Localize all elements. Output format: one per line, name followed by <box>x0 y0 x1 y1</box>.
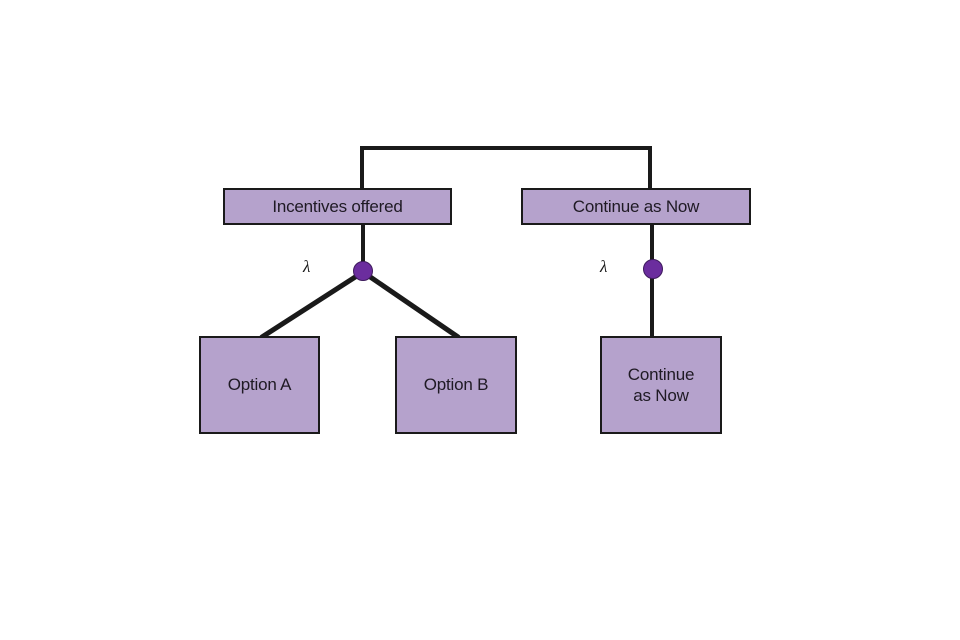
connector-chance-node-to-option-a <box>259 269 366 340</box>
connector-chance-node-to-option-b <box>360 269 461 340</box>
node-option-b[interactable]: Option B <box>395 336 517 434</box>
node-option-a[interactable]: Option A <box>199 336 320 434</box>
chance-node-continue[interactable] <box>643 259 663 279</box>
node-incentives-offered[interactable]: Incentives offered <box>223 188 452 225</box>
root-splitter-connector <box>360 146 652 188</box>
node-continue-as-now-terminal[interactable]: Continue as Now <box>600 336 722 434</box>
node-continue-as-now-header[interactable]: Continue as Now <box>521 188 751 225</box>
branch-label-lambda-left: λ <box>303 257 311 276</box>
chance-node-incentives[interactable] <box>353 261 373 281</box>
branch-label-lambda-right: λ <box>600 257 608 276</box>
